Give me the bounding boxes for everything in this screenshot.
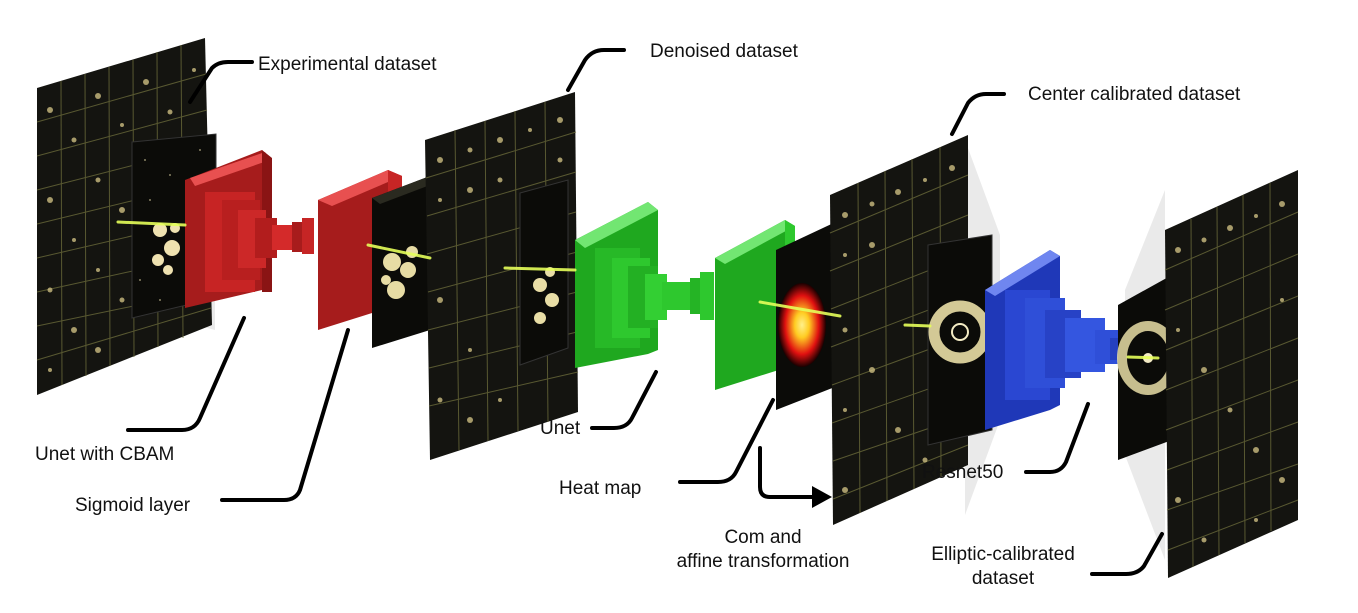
unet-block xyxy=(575,202,795,390)
connector-center-calibrated xyxy=(950,92,1006,136)
connector-sigmoid xyxy=(220,328,350,502)
connector-unet-cbam xyxy=(126,316,246,432)
label-sigmoid-layer: Sigmoid layer xyxy=(75,495,191,516)
label-elliptic-line1: Elliptic-calibrated xyxy=(931,544,1075,565)
connector-resnet xyxy=(1024,402,1090,474)
label-denoised-dataset: Denoised dataset xyxy=(650,41,798,62)
resnet-block xyxy=(985,250,1128,430)
label-heat-map: Heat map xyxy=(559,478,642,499)
label-com-affine-line2: affine transformation xyxy=(676,551,850,572)
label-experimental-dataset: Experimental dataset xyxy=(258,54,437,75)
center-calibrated-dataset-panel xyxy=(829,135,993,525)
label-elliptic-line2: dataset xyxy=(971,568,1035,589)
connectors xyxy=(126,48,1164,576)
arrow-head-icon xyxy=(812,486,832,508)
unet-cbam-block xyxy=(185,150,402,330)
connector-denoised xyxy=(566,48,626,92)
elliptic-calibrated-dataset-panel xyxy=(1164,170,1299,578)
label-resnet50: Resnet50 xyxy=(922,462,1004,483)
label-unet-with-cbam: Unet with CBAM xyxy=(35,444,175,465)
heat-map-panel xyxy=(776,220,840,410)
connector-elliptic xyxy=(1090,532,1164,576)
beam xyxy=(116,220,1160,360)
sigmoid-output-panel xyxy=(372,176,438,348)
denoised-dataset-panel xyxy=(425,92,579,460)
connector-com xyxy=(758,446,814,499)
connector-unet xyxy=(590,370,658,430)
connector-experimental xyxy=(188,60,254,104)
label-center-calibrated-dataset: Center calibrated dataset xyxy=(1028,84,1241,105)
connector-heat-map xyxy=(678,398,775,484)
label-unet: Unet xyxy=(540,418,581,439)
label-com-affine-line1: Com and xyxy=(724,527,802,548)
elliptic-output-panel xyxy=(1117,275,1179,460)
